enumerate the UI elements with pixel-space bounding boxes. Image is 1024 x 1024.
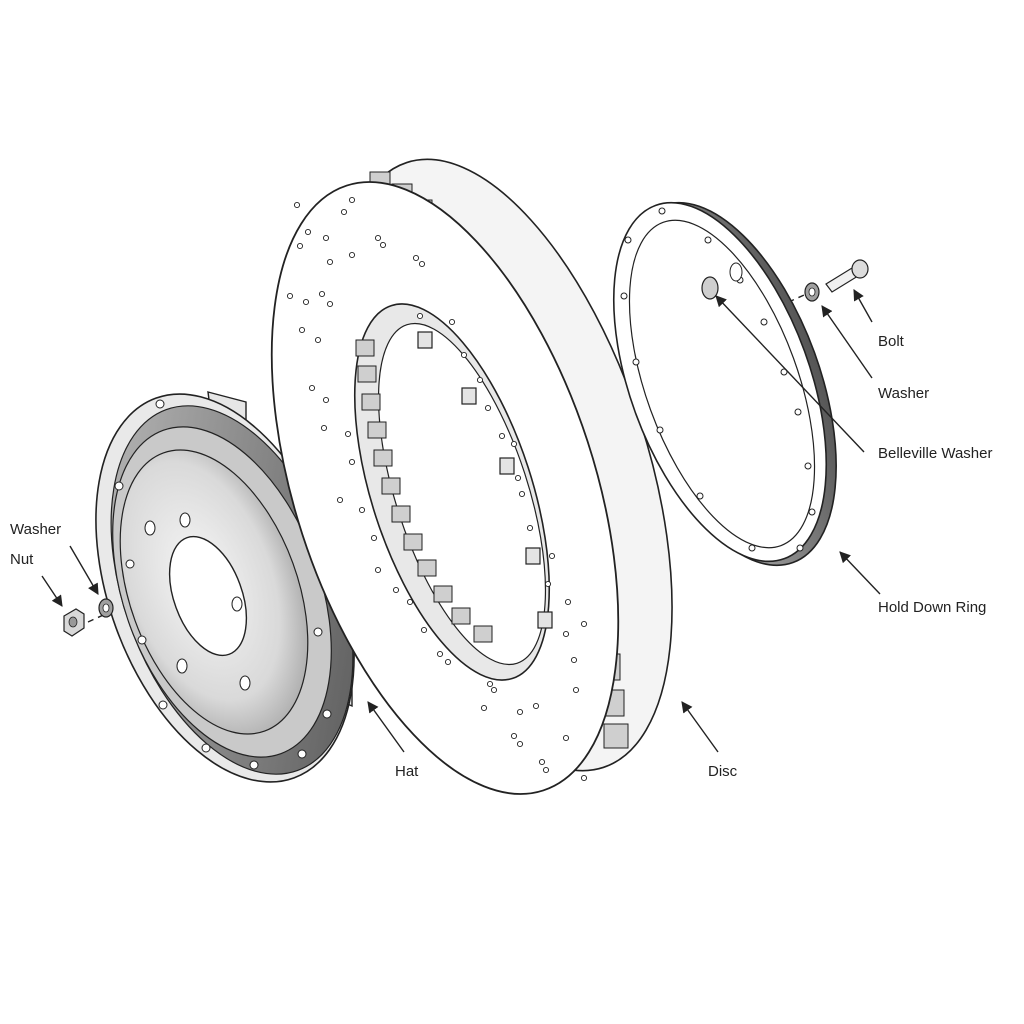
callout-arrows bbox=[41, 289, 881, 753]
label-nut: Nut bbox=[10, 551, 34, 568]
label-hat: Hat bbox=[395, 763, 419, 780]
washer-left-part bbox=[98, 598, 114, 618]
labels: Bolt Washer Belleville Washer Hold Down … bbox=[10, 333, 993, 780]
disc-arrow bbox=[681, 701, 719, 753]
washer-left-arrow bbox=[69, 545, 99, 595]
washer-right-arrow bbox=[821, 305, 873, 379]
label-disc: Disc bbox=[708, 763, 738, 780]
disc bbox=[270, 158, 673, 795]
nut-part bbox=[63, 608, 85, 637]
belleville-washer-part bbox=[701, 276, 719, 300]
nut-arrow bbox=[41, 575, 63, 607]
hat-mount-holes bbox=[144, 512, 251, 691]
bolt-arrow bbox=[853, 289, 873, 323]
disc-drilled-holes bbox=[286, 196, 588, 782]
label-hold-down-ring: Hold Down Ring bbox=[878, 599, 986, 616]
disc-drive-lugs bbox=[417, 331, 553, 629]
hat-arrow bbox=[367, 701, 405, 753]
label-belleville-washer: Belleville Washer bbox=[878, 445, 993, 462]
label-washer-left: Washer bbox=[10, 521, 61, 538]
washer-right-part bbox=[804, 282, 820, 302]
bolt-part bbox=[825, 259, 869, 293]
hat-rim-holes bbox=[114, 399, 332, 770]
hold-down-ring-arrow bbox=[839, 551, 881, 595]
label-bolt: Bolt bbox=[878, 333, 905, 350]
belleville-arrow bbox=[715, 295, 865, 453]
disc-inner-vanes bbox=[355, 339, 493, 643]
hold-down-ring bbox=[612, 201, 837, 567]
label-washer-right: Washer bbox=[878, 385, 929, 402]
